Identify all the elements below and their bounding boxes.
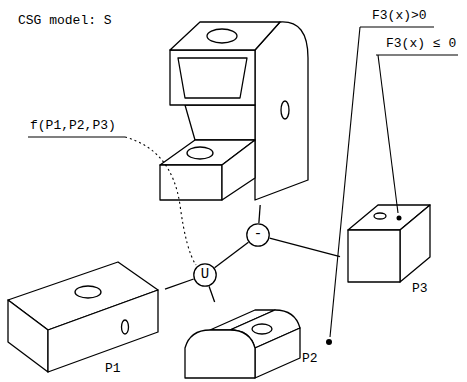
solid-p1: [8, 262, 158, 372]
primitive-solid: P1: [5, 258, 165, 378]
solid-s-part: [170, 50, 255, 105]
solid-p3-part: [348, 230, 400, 282]
part-name: CSG model: S: [18, 14, 188, 28]
solid-p2-part: [185, 330, 255, 378]
leader-line-part: [360, 26, 434, 27]
operator-symbol: U: [201, 267, 209, 282]
solid-p1-part: [75, 286, 101, 298]
solid-s-part: [255, 22, 308, 200]
primitive-solid: P2: [178, 302, 324, 380]
solid-s-part: [170, 22, 280, 50]
function-label: f(P1,P2,P3): [30, 119, 116, 133]
solid-s-part: [178, 58, 247, 98]
sample-point-part: [397, 216, 402, 221]
solid-p3: [348, 205, 430, 282]
solid-s-part: [187, 147, 213, 159]
solid-p1-part: [48, 290, 158, 372]
csg-solid: CSG model: S: [145, 5, 315, 205]
part-name: P3: [412, 282, 467, 296]
circle-outline: [194, 264, 216, 286]
condition-label: F3(x) ≤ 0: [386, 37, 456, 51]
leader-line: [28, 27, 458, 337]
leader-line-part: [378, 55, 398, 213]
sample-point-part: [326, 339, 332, 345]
solid-p2: [185, 310, 300, 378]
solid-s: [160, 22, 308, 200]
tree-link: [209, 286, 215, 302]
solid-p3-part: [400, 205, 430, 282]
leader-line-part: [28, 136, 125, 137]
solid-s-part: [222, 140, 255, 200]
part-name: P1: [105, 362, 265, 376]
primitive-solid: P3: [340, 198, 450, 300]
tree-link: [259, 205, 260, 223]
solid-p3-part: [374, 213, 386, 219]
circle-outline: [247, 224, 269, 246]
tree-link: [215, 242, 249, 268]
solid-p2-part: [255, 328, 300, 378]
leader-line-part: [125, 137, 196, 265]
tree-link: [270, 238, 340, 257]
solid-s-part: [281, 101, 289, 119]
operator-circle: -: [246, 223, 270, 247]
tree-link: [165, 279, 194, 289]
leader-line-part: [376, 54, 458, 55]
solid-s-part: [185, 105, 255, 140]
operator-circle: U: [193, 263, 217, 287]
solid-p2-part: [252, 324, 272, 334]
part-name: P2: [302, 352, 448, 366]
solid-p1-part: [122, 320, 129, 334]
condition-label: F3(x)>0: [372, 9, 427, 23]
solid-s-part: [207, 29, 237, 43]
operator-symbol: -: [254, 227, 262, 242]
leader-line-part: [330, 27, 360, 337]
solid-p1-part: [8, 300, 48, 372]
sample-point: [326, 216, 402, 346]
